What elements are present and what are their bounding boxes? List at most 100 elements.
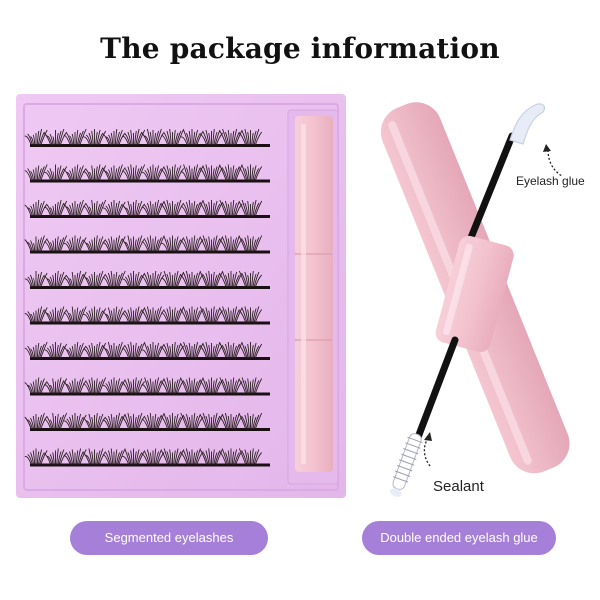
lash-cluster — [141, 306, 165, 323]
lash-cluster — [122, 199, 146, 217]
lash-cluster — [219, 341, 243, 359]
double-ended-glue-label: Double ended eyelash glue — [380, 530, 538, 545]
lash-cluster — [122, 128, 146, 146]
lash-cluster — [44, 342, 68, 359]
lash-band — [30, 321, 270, 325]
lash-cluster — [24, 341, 48, 359]
lash-cluster — [83, 129, 107, 146]
lash-cluster — [82, 270, 107, 288]
lash-cluster — [199, 377, 224, 394]
lash-cluster — [122, 306, 146, 323]
lash-cluster — [63, 199, 87, 217]
lash-cluster — [219, 128, 243, 146]
lash-clusters — [24, 128, 270, 467]
lash-cluster — [219, 448, 243, 465]
lash-cluster — [83, 306, 107, 323]
lash-cluster — [238, 235, 263, 252]
lash-cluster — [44, 412, 68, 430]
lash-cluster — [160, 377, 185, 394]
lash-cluster — [44, 164, 68, 181]
lash-cluster — [121, 235, 146, 252]
lash-cluster — [122, 448, 146, 465]
lash-cluster — [180, 129, 204, 146]
page-title: The package information — [100, 32, 500, 65]
lash-cluster — [219, 412, 243, 430]
lash-cluster — [141, 270, 165, 288]
lash-cluster — [199, 448, 224, 465]
lash-cluster — [102, 377, 126, 394]
lash-cluster — [141, 448, 165, 465]
sealant-callout: Sealant — [433, 478, 484, 495]
lash-cluster — [141, 342, 165, 359]
lash-cluster — [102, 164, 126, 181]
lash-cluster — [219, 306, 243, 323]
lash-cluster — [238, 164, 263, 181]
lash-cluster — [83, 377, 107, 394]
lash-cluster — [24, 164, 48, 181]
lash-cluster — [199, 412, 224, 430]
lash-cluster — [219, 164, 243, 181]
lash-cluster — [238, 377, 263, 394]
lash-cluster — [199, 306, 224, 323]
lash-band — [30, 286, 270, 289]
lash-band — [30, 250, 270, 254]
lash-cluster — [141, 128, 165, 146]
lash-cluster — [180, 448, 204, 465]
lash-band — [30, 463, 270, 467]
lash-cluster — [180, 412, 204, 430]
lash-cluster — [44, 270, 68, 288]
lash-cluster — [43, 128, 68, 146]
lash-cluster — [63, 341, 87, 359]
lash-band — [30, 215, 270, 218]
lash-cluster — [102, 412, 126, 430]
lash-cluster — [63, 128, 87, 146]
lash-cluster — [238, 306, 263, 323]
double-ended-glue-product — [380, 102, 570, 497]
lash-cluster — [24, 412, 48, 430]
lash-cluster — [180, 199, 204, 217]
lash-cluster — [219, 377, 243, 394]
lash-cluster — [180, 270, 204, 288]
glue-tubes-in-tray — [295, 116, 333, 472]
lash-cluster — [24, 377, 48, 394]
lash-band — [30, 392, 270, 396]
lash-band — [30, 357, 270, 360]
lash-cluster — [199, 235, 224, 252]
lash-cluster — [161, 164, 185, 181]
lash-cluster — [160, 199, 185, 217]
lash-cluster — [141, 377, 165, 394]
lash-cluster — [238, 448, 263, 465]
lash-cluster — [63, 270, 87, 288]
lash-cluster — [199, 341, 224, 359]
lash-cluster — [83, 164, 107, 181]
lash-cluster — [102, 306, 126, 323]
lash-cluster — [43, 306, 68, 323]
lash-cluster — [63, 413, 87, 430]
lash-cluster — [102, 448, 126, 465]
lash-cluster — [199, 200, 224, 217]
lash-cluster — [102, 235, 126, 252]
lash-cluster — [24, 448, 48, 465]
lash-cluster — [238, 199, 263, 217]
lash-cluster — [24, 271, 48, 288]
lash-cluster — [238, 128, 263, 146]
right-label-pill — [362, 521, 556, 555]
lash-cluster — [180, 164, 204, 181]
lash-cluster — [141, 412, 165, 430]
lash-cluster — [63, 235, 87, 252]
lash-cluster — [83, 235, 107, 252]
lash-cluster — [238, 342, 263, 359]
lash-cluster — [180, 306, 204, 323]
lash-cluster — [24, 199, 48, 217]
lash-band — [30, 179, 270, 183]
lash-cluster — [161, 341, 185, 359]
lash-band — [30, 428, 270, 431]
lash-cluster — [219, 199, 243, 217]
lash-cluster — [102, 128, 126, 146]
lash-cluster — [24, 128, 48, 146]
lash-cluster — [63, 448, 87, 465]
lash-cluster — [102, 200, 126, 217]
eyelash-glue-callout: Eyelash glue — [516, 174, 585, 188]
lash-cluster — [122, 164, 146, 181]
